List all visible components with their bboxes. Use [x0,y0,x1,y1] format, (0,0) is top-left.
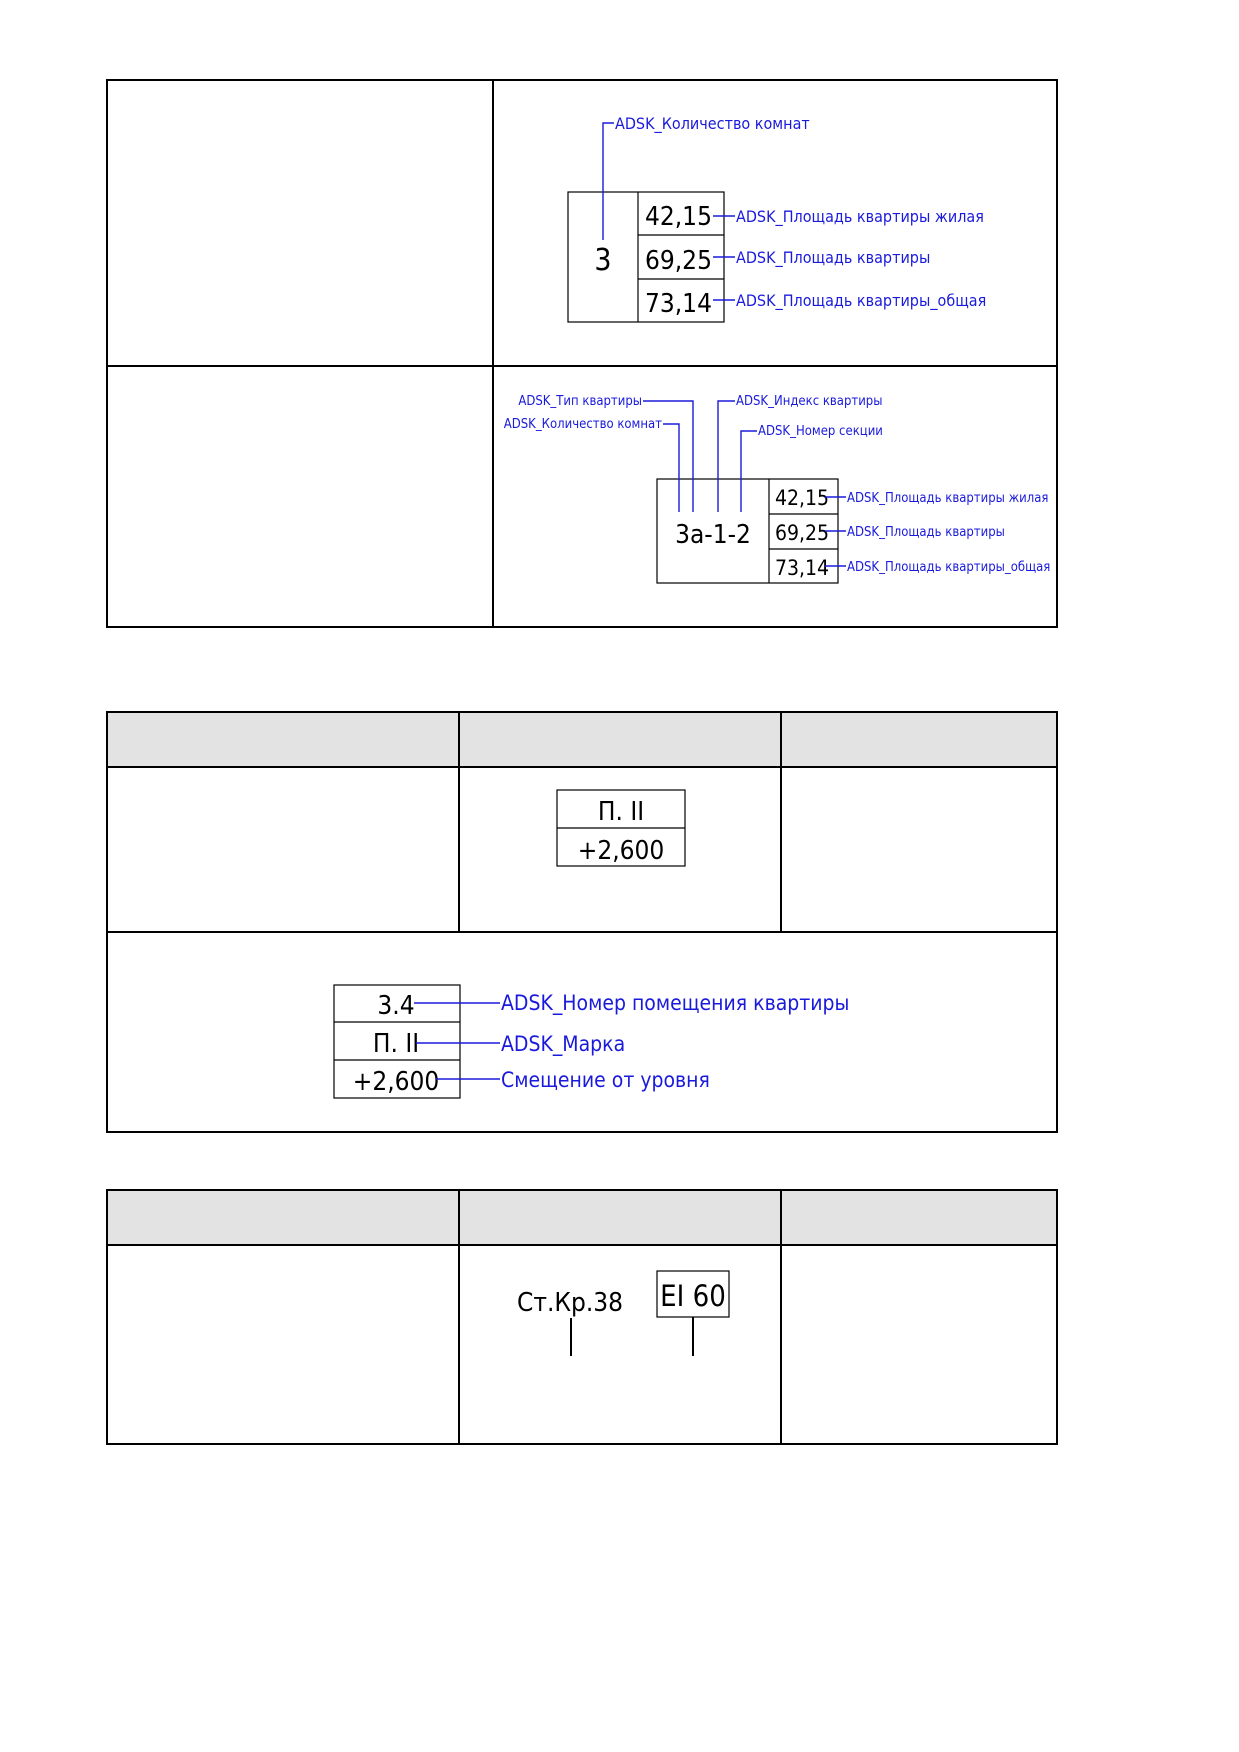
table3-header-divider [106,1244,1058,1246]
table3-col-divider-2 [780,1189,782,1445]
wall-mark-text: Ст.Кр.38 [517,1288,623,1318]
offset-label: Смещение от уровня [501,1068,710,1092]
table3-col-divider-1 [458,1189,460,1445]
apartment-tag-diagram-1: 3 42,15 69,25 73,14 ADSK_Количество комн… [567,114,986,323]
table3 [106,1189,1058,1445]
table3-header-bg [107,1190,1057,1245]
area-total-value: 73,14 [645,289,712,319]
legend-room-number: 3.4 [377,991,414,1021]
area-total-label: ADSK_Площадь квартиры_общая [736,291,986,311]
room-tag-legend: 3.4 П. II +2,600 ADSK_Номер помещения кв… [333,984,849,1099]
tag-mark-value: П. II [598,797,644,827]
fire-rating-text: EI 60 [660,1279,726,1313]
mark-label: ADSK_Марка [501,1032,625,1057]
area-apartment-value: 69,25 [645,246,712,276]
table1-row-divider [106,365,1058,367]
rooms-count-label: ADSK_Количество комнат [615,114,810,134]
legend-offset: +2,600 [353,1067,440,1097]
apartment-type-label: ADSK_Тип квартиры [518,394,642,409]
apartment-index-label: ADSK_Индекс квартиры [736,394,882,409]
area-total-label-2: ADSK_Площадь квартиры_общая [847,560,1050,575]
legend-mark: П. II [373,1029,419,1059]
table2-col-divider-1 [458,711,460,932]
fire-rating-tag: EI 60 [656,1270,730,1356]
table1-col-divider [492,79,494,628]
area-total-value-2: 73,14 [775,556,829,580]
table2-col-divider-2 [780,711,782,932]
table2 [106,711,1058,1133]
area-living-value-2: 42,15 [775,486,829,510]
area-living-label: ADSK_Площадь квартиры жилая [736,207,984,227]
room-tag-sample: П. II +2,600 [556,789,686,867]
apartment-code-value: 3а-1-2 [675,520,751,550]
tag-offset-value: +2,600 [578,836,665,866]
table2-header-divider [106,766,1058,768]
room-number-label: ADSK_Номер помещения квартиры [501,991,849,1016]
section-number-label: ADSK_Номер секции [758,424,883,439]
area-apartment-value-2: 69,25 [775,521,829,545]
table1 [106,79,1058,628]
rooms-value: 3 [594,243,611,278]
table2-header-bg [107,712,1057,767]
table2-row-divider [106,931,1058,933]
area-living-label-2: ADSK_Площадь квартиры жилая [847,491,1048,506]
area-living-value: 42,15 [645,202,712,232]
area-apartment-label-2: ADSK_Площадь квартиры [847,525,1005,540]
rooms-count-label-2: ADSK_Количество комнат [504,417,662,432]
wall-tag-sample: Ст.Кр.38 [517,1288,623,1356]
area-apartment-label: ADSK_Площадь квартиры [736,248,930,268]
apartment-tag-diagram-2: 3а-1-2 42,15 69,25 73,14 ADSK_Тип кварти… [504,394,1050,584]
